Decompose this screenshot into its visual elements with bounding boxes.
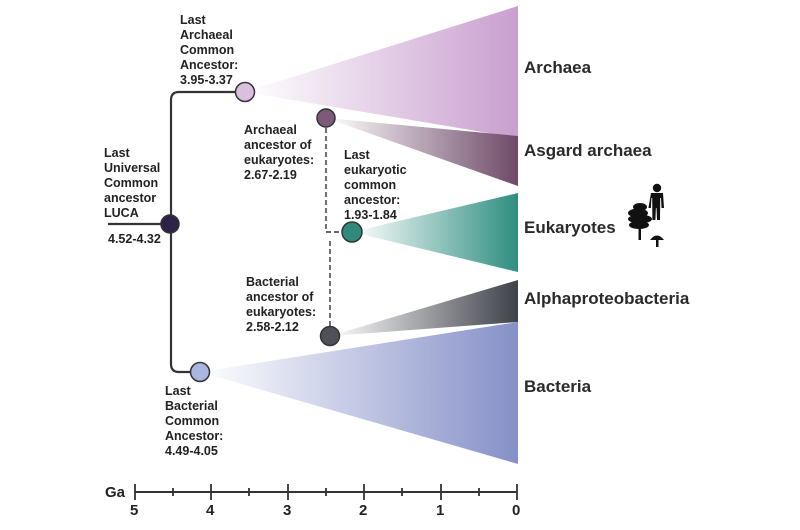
- archaeal-link-dashed: [325, 128, 342, 233]
- leca-node: [341, 221, 363, 243]
- axis-tick-label: 5: [130, 502, 139, 519]
- lbca-node: [189, 361, 211, 383]
- laca-range: 3.95-3.37: [180, 73, 233, 87]
- clade-label-bacteria: Bacteria: [524, 377, 592, 396]
- eukaryotes-wedge: [352, 193, 518, 272]
- leca-range: 1.93-1.84: [344, 208, 397, 222]
- laca-node: [234, 81, 256, 103]
- clade-label-alphaproteobacteria: Alphaproteobacteria: [524, 289, 690, 308]
- archaeal-ancestor-node: [316, 108, 336, 128]
- axis-tick-label: 3: [283, 502, 292, 519]
- clade-label-archaea: Archaea: [524, 58, 592, 77]
- axis-tick-label: 2: [359, 502, 368, 519]
- laca-label: Last Archaeal Common Ancestor:: [180, 13, 239, 72]
- leca-label: Last eukaryotic common ancestor:: [344, 148, 407, 207]
- luca-node: [160, 214, 180, 234]
- axis-title: Ga: [105, 484, 126, 501]
- archaeal-ancestor-range: 2.67-2.19: [244, 168, 297, 182]
- bacterial-ancestor-node: [319, 325, 341, 347]
- bacterial-branch: [169, 224, 200, 374]
- clade-label-eukaryotes: Eukaryotes: [524, 218, 616, 237]
- bacteria-wedge: [200, 322, 518, 464]
- axis-tick-label: 0: [512, 502, 521, 519]
- archaea-wedge: [245, 6, 518, 138]
- asgard-wedge: [326, 118, 518, 186]
- bacterial-ancestor-label: Bacterial ancestor of eukaryotes:: [246, 275, 317, 319]
- axis-tick-label: 1: [436, 502, 445, 519]
- luca-range: 4.52-4.32: [108, 232, 161, 246]
- lbca-label: Last Bacterial Common Ancestor:: [165, 384, 224, 443]
- archaeal-branch: [169, 90, 245, 224]
- axis-tick-label: 4: [206, 502, 215, 519]
- axis-ticks: [134, 484, 518, 500]
- time-axis: [134, 484, 518, 500]
- mushroom-icon: [650, 235, 664, 247]
- archaeal-ancestor-label: Archaeal ancestor of eukaryotes:: [244, 123, 315, 167]
- tree-icon: [628, 203, 652, 240]
- human-silhouette-icon: [648, 183, 664, 220]
- alphaproteobacteria-wedge: [330, 280, 518, 336]
- bacterial-ancestor-range: 2.58-2.12: [246, 320, 299, 334]
- luca-label: Last Universal Common ancestor LUCA: [104, 146, 161, 220]
- lbca-range: 4.49-4.05: [165, 444, 218, 458]
- clade-label-asgard: Asgard archaea: [524, 141, 652, 160]
